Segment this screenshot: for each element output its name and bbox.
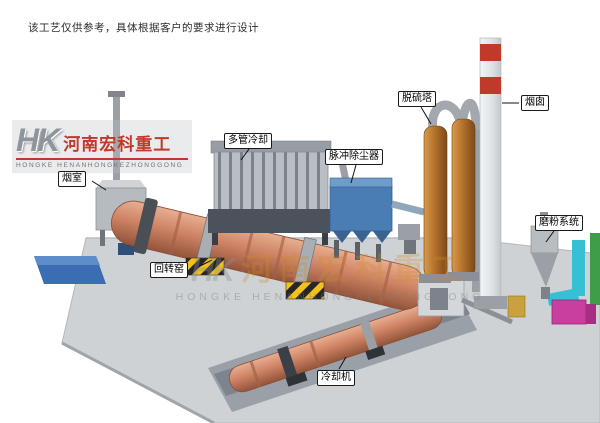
multi-tube-cooler-unit (208, 140, 351, 245)
kiln-support-piers (185, 257, 325, 300)
chimney-stack (474, 37, 507, 309)
platform-front-edge (61, 341, 215, 423)
desulfurization-towers-unit (419, 98, 481, 292)
label-cooling-machine: 冷却机 (317, 370, 355, 386)
disclaimer-text: 该工艺仅供参考，具体根据客户的要求进行设计 (28, 22, 259, 34)
label-desulfurization-tower: 脱硫塔 (398, 91, 436, 107)
cooling-machine-cylinder (228, 302, 442, 393)
logo-company-en: HONGKE HENANHONGKEZHONGGONG (16, 158, 188, 169)
rotary-kiln-shell (111, 197, 427, 310)
company-logo: HK 河南宏科重工 HONGKE HENANHONGKEZHONGGONG (12, 120, 192, 173)
leader-lines (91, 102, 555, 370)
label-smoke-chamber: 烟室 (58, 171, 86, 187)
label-pulse-dust-collector: 脉冲除尘器 (325, 149, 383, 165)
label-chimney: 烟囱 (521, 95, 549, 111)
pulse-dust-collector-unit (329, 177, 425, 262)
label-multi-tube-cooler: 多管冷却 (224, 133, 272, 149)
label-rotary-kiln: 回转窑 (150, 262, 188, 278)
logo-monogram: HK (16, 122, 60, 158)
blue-pad (34, 256, 106, 284)
logo-company-cn: 河南宏科重工 (63, 135, 172, 154)
label-grinding-system: 磨粉系统 (535, 215, 583, 231)
